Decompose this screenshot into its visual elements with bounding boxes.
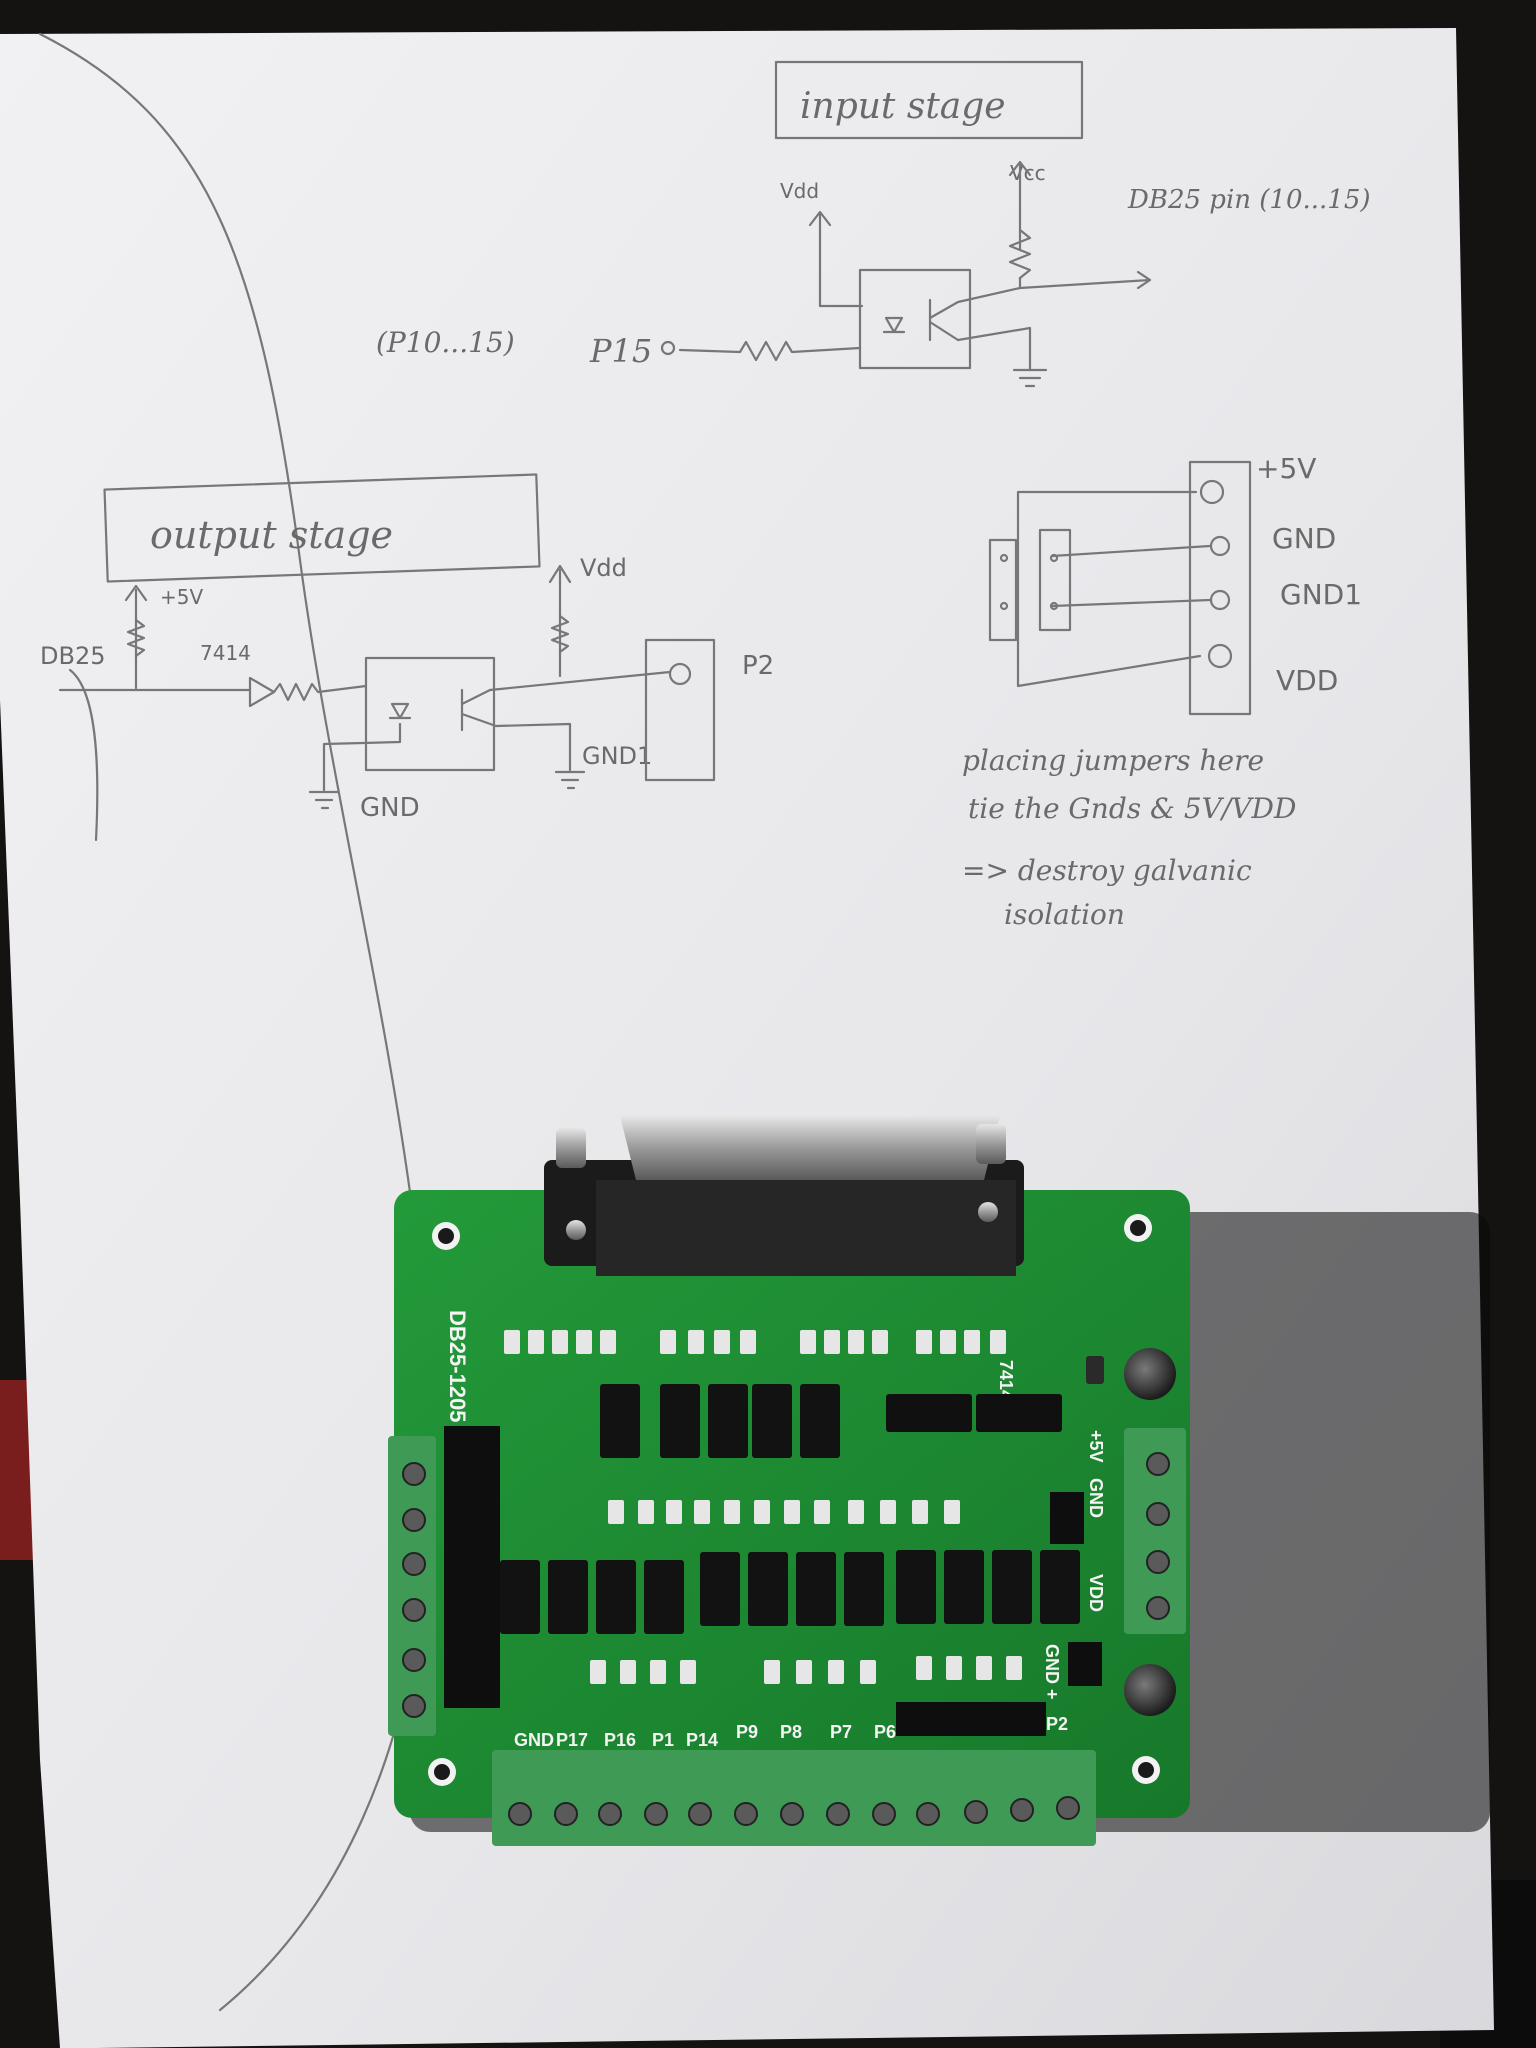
board-model-label: DB25-1205 (445, 1310, 470, 1423)
output-gnd1-label: GND1 (582, 742, 652, 770)
board-chip-label: 7414 (996, 1360, 1016, 1400)
jumper-1 (988, 538, 1018, 642)
note-line-4: isolation (1004, 898, 1125, 931)
output-stage-box (103, 473, 541, 583)
output-stage-label: output stage (150, 513, 393, 557)
handwritten-note: placing jumpers here tie the Gnds & 5V/V… (962, 744, 1296, 931)
pin-range-label: (P10...15) (376, 326, 515, 359)
ic-7414-chips (886, 1394, 1062, 1432)
db25-breakout-board: DB25-1205 7414 (388, 1116, 1490, 1846)
input-stage-box (774, 60, 1084, 140)
input-stage-wiring (660, 160, 1152, 388)
input-stage-sketch: input stage Vdd Vcc DB25 pin (10...15) (… (376, 60, 1371, 388)
output-gnd-label: GND (360, 793, 420, 823)
input-optocoupler (858, 268, 972, 370)
output-p2-label: P2 (742, 651, 774, 681)
bottom-label-p7: P7 (830, 1722, 852, 1742)
output-optocoupler (364, 656, 496, 772)
db25-connector (544, 1116, 1024, 1276)
optocouplers (500, 1384, 1080, 1634)
note-line-3: => destroy galvanic (962, 854, 1252, 887)
bottom-label-p16: P16 (604, 1730, 636, 1750)
bottom-terminal-block (492, 1750, 1096, 1846)
bottom-label-p2: P2 (1046, 1714, 1068, 1734)
side-label-gnd: GND (1086, 1478, 1106, 1518)
output-plus5v-label: +5V (160, 585, 203, 609)
bottom-label-p17: P17 (556, 1730, 588, 1750)
input-stage-label: input stage (800, 86, 1006, 127)
connector-label-gnd: GND (1272, 522, 1336, 555)
pin-p15-label: P15 (589, 332, 652, 370)
bottom-label-p1: P1 (652, 1730, 674, 1750)
smd-resistors (504, 1330, 1022, 1684)
bottom-terminal-labels: GND P17 P16 P1 P14 P9 P8 P7 P6 P2 (514, 1714, 1068, 1750)
bottom-label-p6: P6 (874, 1722, 896, 1742)
output-stage-sketch: output stage +5V DB25 7414 Vdd P2 GND GN… (40, 473, 774, 842)
connector-label-vdd: VDD (1276, 664, 1338, 697)
connector-label-gnd1: GND1 (1280, 578, 1362, 611)
side-label-gnd-plus: GND + (1042, 1644, 1062, 1700)
output-chip-label: 7414 (200, 641, 251, 665)
connector-label-5v: +5V (1256, 452, 1316, 485)
output-p2-connector (644, 638, 716, 782)
input-vdd-label: Vdd (780, 179, 819, 203)
bottom-label-p8: P8 (780, 1722, 802, 1742)
bottom-label-gnd: GND (514, 1730, 554, 1750)
connector-block (1188, 460, 1252, 716)
electrolytic-capacitors (1086, 1348, 1176, 1716)
output-db25-label: DB25 (40, 642, 105, 670)
left-terminal-block (388, 1436, 436, 1736)
right-terminal-block (1124, 1428, 1186, 1634)
mounting-holes (428, 1214, 1160, 1786)
jumper-2 (1038, 528, 1072, 632)
side-label-vdd: VDD (1086, 1574, 1106, 1612)
pin-headers (444, 1426, 1102, 1736)
bottom-label-p9: P9 (736, 1722, 758, 1742)
jumper-connector-sketch: +5V GND GND1 VDD (988, 452, 1362, 716)
note-line-1: placing jumpers here (962, 744, 1264, 777)
output-vdd-label: Vdd (580, 554, 627, 582)
db25-pin-note: DB25 pin (10...15) (1127, 185, 1371, 215)
output-stage-wiring (58, 564, 716, 842)
note-line-2: tie the Gnds & 5V/VDD (968, 792, 1296, 825)
bottom-label-p14: P14 (686, 1730, 718, 1750)
side-label-plus5v: +5V (1086, 1430, 1106, 1463)
